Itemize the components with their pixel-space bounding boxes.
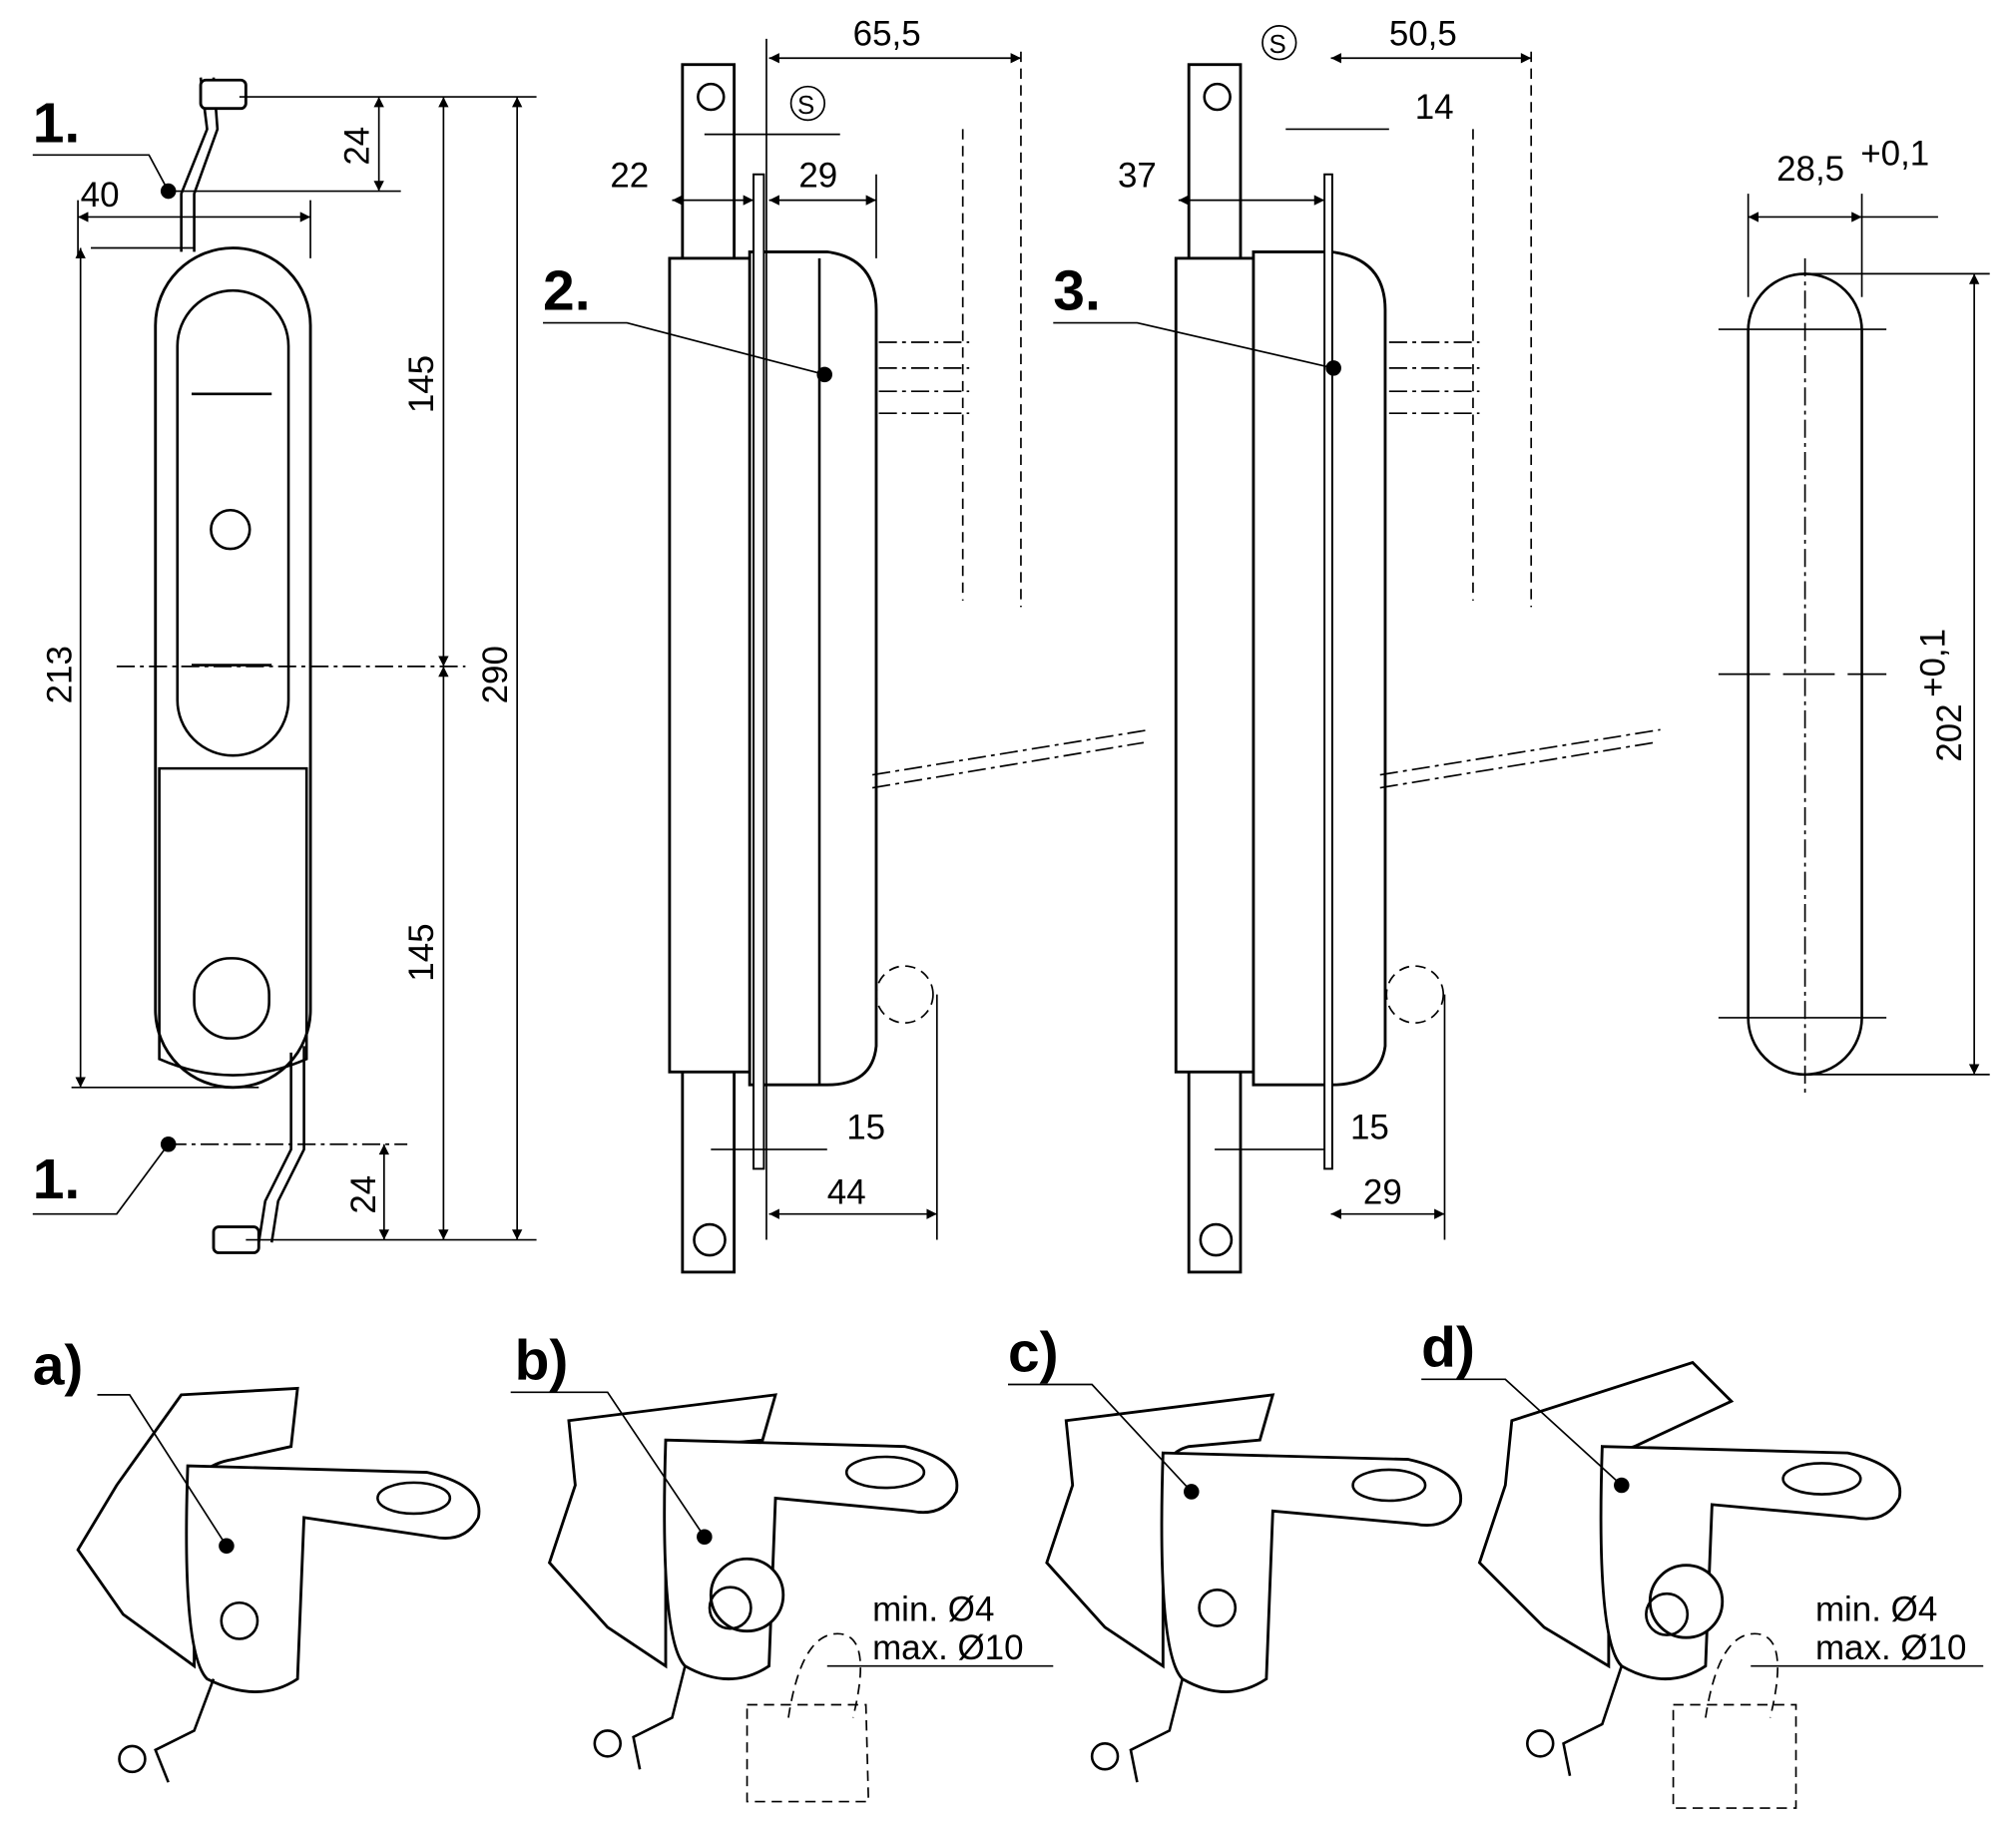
callout-3: 3. [1053,259,1101,323]
dim-29-3: 29 [1363,1172,1402,1211]
dim-15-3: 15 [1350,1109,1389,1147]
cutout-width-tolerance: +0,1 [1860,135,1929,174]
dim-213: 213 [41,646,80,703]
dim-22: 22 [610,157,649,196]
cutout-width: 28,5 [1776,150,1844,189]
panel-cutout: 28,5 +0,1 202 +0,1 [1718,135,1990,1099]
dim-44: 44 [827,1172,866,1211]
dim-50-5: 50,5 [1389,14,1457,53]
side-view-2: 65,5 S 22 29 15 44 2. [543,14,1151,1274]
dim-14: 14 [1415,88,1454,127]
padlock-max-d: max. Ø10 [1815,1628,1966,1667]
dim-145-top: 145 [402,355,441,413]
front-view: 40 24 145 145 290 213 24 1. 1. [33,77,537,1254]
iso-view-b: b) min. Ø4 max. Ø10 [510,1328,1054,1803]
iso-view-d: d) min. Ø4 max. Ø10 [1421,1315,1984,1809]
callout-1-bottom: 1. [33,1147,81,1211]
dim-29: 29 [798,157,837,196]
side-view-3: 50,5 S 14 37 15 29 3. [1053,14,1661,1274]
dim-15: 15 [846,1109,885,1147]
s-symbol-3: S [1268,31,1285,59]
dim-145-bottom: 145 [402,923,441,981]
iso-view-a: a) [33,1334,481,1783]
dim-24-bottom: 24 [344,1175,383,1214]
callout-1-top: 1. [33,91,81,155]
cutout-height: 202 [1930,703,1969,761]
callout-d: d) [1421,1315,1475,1379]
padlock-min-d: min. Ø4 [1815,1590,1937,1628]
s-symbol-2: S [797,92,814,120]
callout-2: 2. [543,259,591,323]
dim-24-top: 24 [337,127,376,166]
dim-40: 40 [81,176,120,215]
padlock-max-b: max. Ø10 [872,1628,1023,1667]
callout-b: b) [515,1328,569,1392]
dim-37: 37 [1118,157,1157,196]
iso-view-c: c) [1008,1321,1463,1783]
callout-c: c) [1008,1321,1059,1385]
cutout-height-tolerance: +0,1 [1913,629,1952,697]
callout-a: a) [33,1334,84,1398]
dim-65-5: 65,5 [853,14,921,53]
padlock-min-b: min. Ø4 [872,1590,994,1628]
dim-290: 290 [476,646,515,703]
